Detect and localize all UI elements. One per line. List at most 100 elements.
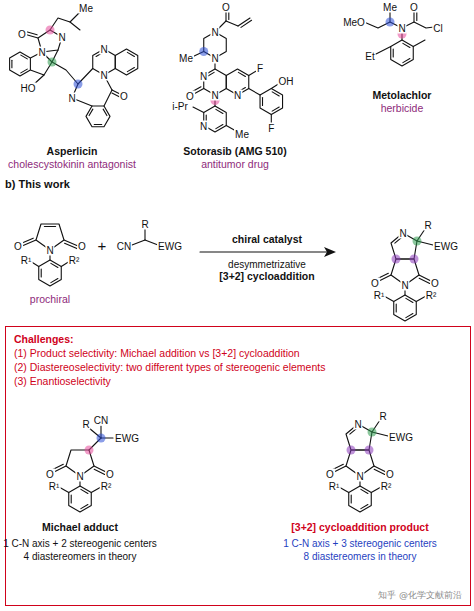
atom-label: N (397, 23, 406, 34)
atom-label: N (233, 90, 242, 101)
bond (403, 59, 410, 63)
ring-bond (10, 52, 31, 76)
atom-label: R² (68, 255, 81, 266)
atom-label: N (57, 32, 66, 43)
bond (413, 40, 425, 47)
section-label: b) This work (5, 178, 70, 190)
plus-sign: + (98, 238, 107, 255)
caption-text: 8 diastereomers in theory (304, 551, 417, 562)
atom-label: Me (78, 3, 94, 14)
stereo-marker (392, 255, 401, 264)
bond (94, 469, 105, 474)
caption-text: Metolachlor (373, 90, 432, 102)
bond (216, 125, 223, 129)
caption-text: [3+2] cycloaddition (219, 271, 314, 283)
bond (403, 43, 410, 47)
bond (64, 240, 78, 246)
ring-bond (115, 49, 138, 75)
caption-text: [3+2] cycloaddition product (291, 522, 428, 534)
caption-text: 4 diastereomers in theory (24, 551, 137, 562)
atom-label: O (13, 241, 23, 252)
atom-label: R¹ (328, 481, 341, 492)
stereo-marker (46, 26, 55, 35)
bond (379, 275, 391, 281)
atom-label: O (221, 2, 231, 13)
stereo-marker (347, 446, 356, 455)
bond (272, 92, 279, 96)
bond (103, 109, 107, 115)
atom-label: EWG (157, 241, 183, 252)
atom-label: EWG (114, 433, 140, 444)
atom-label: O (385, 469, 395, 480)
atom-label: N (67, 93, 76, 104)
atom-label: F (267, 123, 275, 134)
ring-bond (391, 40, 414, 66)
atom-label: CN (93, 415, 109, 426)
bond (144, 228, 145, 240)
bond (200, 251, 328, 252)
atom-label: Me (234, 129, 250, 140)
bond (70, 22, 80, 30)
atom-label: N (355, 471, 364, 482)
atom-label: Et (364, 51, 375, 62)
watermark: 知乎 @化学文献前沿 (378, 591, 462, 601)
bond (54, 466, 66, 472)
caption-text: desymmetrizative (228, 259, 306, 270)
stereo-marker (386, 18, 395, 27)
bond (65, 243, 77, 248)
bond (94, 124, 101, 125)
atom-label: N (37, 47, 46, 58)
ring-bond (52, 62, 78, 84)
bond (127, 68, 134, 72)
arrow-head (324, 247, 336, 257)
bond (406, 314, 413, 318)
stereo-marker (85, 446, 94, 455)
box-heading: Challenges: (14, 332, 462, 346)
bond (334, 466, 346, 472)
caption-text: Sotorasib (AMG 510) (183, 146, 286, 158)
atom-label: N (75, 471, 84, 482)
stereo-marker (368, 428, 377, 437)
bond (374, 469, 385, 474)
atom-label: R¹ (48, 481, 61, 492)
bond (249, 89, 260, 96)
atom-label: O (409, 2, 419, 13)
bond (339, 487, 349, 493)
bond (272, 107, 279, 111)
atom-label: N (45, 245, 54, 256)
bond (21, 69, 27, 73)
atom-label: O (45, 469, 55, 480)
atom-label: R² (425, 290, 438, 301)
atom-label: N (199, 70, 208, 81)
atom-label: N (353, 419, 362, 430)
atom-label: F (256, 63, 264, 74)
atom-label: O (325, 469, 335, 480)
bond (127, 52, 134, 56)
atom-label: O (370, 278, 380, 289)
atom-label: R (140, 219, 149, 230)
challenge-item: (3) Enantioselectivity (14, 374, 462, 388)
stereo-marker (97, 434, 106, 443)
atom-label: R¹ (20, 255, 33, 266)
bond (193, 107, 204, 113)
atom-label: CN (116, 241, 132, 252)
bond (384, 296, 394, 302)
bond (351, 495, 352, 503)
bond (396, 304, 397, 312)
atom-label: R (81, 419, 90, 430)
caption-text: Asperlicin (47, 146, 98, 158)
caption-text: 1 C-N axis + 3 stereogenic centers (283, 538, 437, 549)
atom-label: R² (100, 481, 113, 492)
stereo-marker (365, 446, 374, 455)
atom-label: R¹ (373, 290, 386, 301)
bond (21, 55, 27, 59)
bond (104, 90, 112, 106)
bond (406, 298, 413, 302)
atom-label: N (210, 90, 219, 101)
caption-text: prochiral (30, 294, 70, 306)
atom-label: Cl (432, 23, 443, 34)
bond (81, 505, 88, 509)
bond (361, 505, 368, 509)
atom-label: R² (380, 481, 393, 492)
atom-label: N (199, 120, 208, 131)
